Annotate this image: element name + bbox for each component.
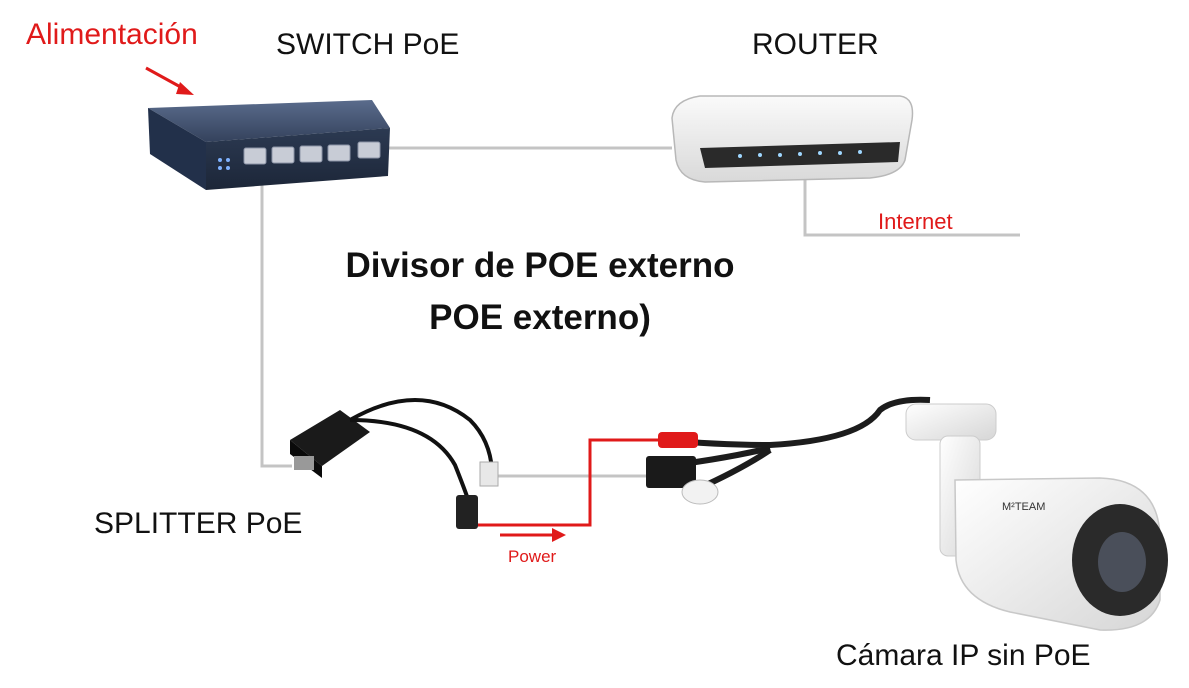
switch-label: SWITCH PoE xyxy=(276,28,460,61)
internet-label: Internet xyxy=(878,209,953,234)
splitter-cables xyxy=(349,398,494,506)
router-internet-cable xyxy=(803,172,1020,237)
poe-splitter xyxy=(290,398,499,529)
router xyxy=(671,95,914,183)
switch-splitter-cable xyxy=(260,170,292,468)
poe-switch xyxy=(148,100,390,190)
title-line-2: POE externo) xyxy=(429,298,651,337)
splitter-rj45-port xyxy=(294,456,314,470)
diagram-title: Divisor de POE externo POE externo) xyxy=(290,240,790,344)
camera-reset-connector xyxy=(681,479,719,505)
router-label: ROUTER xyxy=(752,28,879,61)
power-supply-label: Alimentación xyxy=(26,18,198,51)
switch-top-face xyxy=(148,100,390,142)
splitter-label: SPLITTER PoE xyxy=(94,507,303,540)
power-label: Power xyxy=(508,547,557,566)
switch-left-face xyxy=(148,108,206,190)
camera-brand-label: M²TEAM xyxy=(1002,501,1045,513)
splitter-rj45-plug xyxy=(479,461,499,487)
camera-rj45-connector xyxy=(646,456,696,488)
switch-front-face xyxy=(206,128,390,190)
ip-camera: M²TEAM xyxy=(646,396,1168,631)
camera-dc-connector xyxy=(658,432,698,448)
alimentacion-arrow-head xyxy=(176,82,194,95)
switch-leds xyxy=(218,158,230,170)
splitter-body xyxy=(290,410,370,466)
camera-label: Cámara IP sin PoE xyxy=(836,639,1091,672)
router-body xyxy=(671,95,914,183)
power-line xyxy=(478,438,662,527)
camera-mount xyxy=(905,403,997,441)
switch-ports xyxy=(243,141,381,165)
router-leds xyxy=(738,150,862,158)
splitter-dc-plug xyxy=(456,495,478,529)
camera-lens xyxy=(1098,532,1146,592)
power-arrow-head xyxy=(552,528,566,542)
title-line-1: Divisor de POE externo xyxy=(345,246,735,285)
ethernet-cables xyxy=(260,146,1020,478)
